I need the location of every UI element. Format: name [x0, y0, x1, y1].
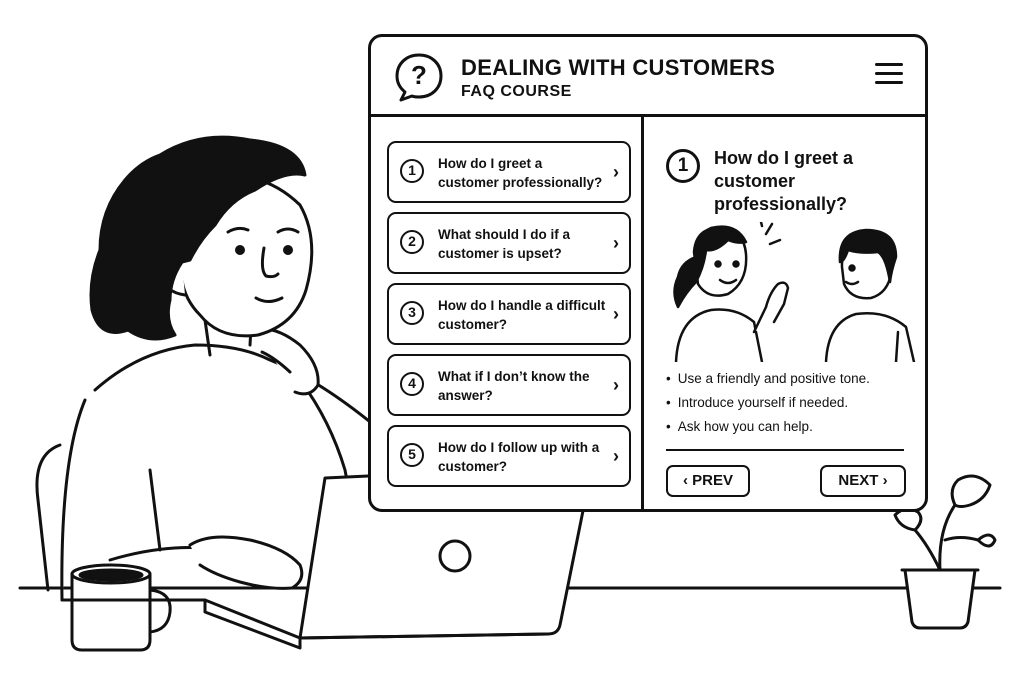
question-text: How do I greet a customer professionally…	[438, 156, 603, 190]
svg-text:?: ?	[411, 60, 427, 90]
person-shoulders	[93, 343, 397, 472]
hamburger-menu-icon[interactable]	[875, 63, 905, 87]
course-title: DEALING WITH CUSTOMERS	[461, 55, 776, 80]
question-item-5[interactable]: 5 How do I follow up with a customer? ›	[387, 425, 631, 487]
coffee-mug	[70, 563, 172, 652]
chevron-right-icon: ›	[613, 304, 619, 324]
answer-bullets: Use a friendly and positive tone. Introd…	[666, 367, 916, 439]
prev-button[interactable]: ‹ PREV	[666, 465, 750, 497]
bullet-item: Use a friendly and positive tone.	[666, 367, 916, 391]
person-back	[60, 398, 87, 602]
chevron-right-icon: ›	[613, 233, 619, 253]
question-item-2[interactable]: 2 What should I do if a customer is upse…	[387, 212, 631, 274]
question-number: 1	[400, 159, 424, 183]
person-hair	[89, 135, 307, 341]
chevron-right-icon: ›	[613, 375, 619, 395]
plant	[893, 474, 997, 630]
question-text: What should I do if a customer is upset?	[438, 227, 570, 261]
question-text: What if I don’t know the answer?	[438, 369, 590, 403]
bullet-item: Ask how you can help.	[666, 415, 916, 439]
next-button[interactable]: NEXT ›	[820, 465, 906, 497]
divider	[666, 449, 904, 451]
question-number: 5	[400, 443, 424, 467]
question-bubble-icon: ?	[395, 53, 443, 102]
course-subtitle: FAQ COURSE	[461, 83, 572, 100]
question-text: How do I follow up with a customer?	[438, 440, 600, 474]
answer-title: How do I greet a customer professionally…	[714, 148, 854, 214]
answer-detail-pane: 1 How do I greet a customer professional…	[644, 117, 925, 509]
faq-course-window: ? DEALING WITH CUSTOMERS FAQ COURSE 1 Ho…	[368, 34, 928, 512]
bullet-item: Introduce yourself if needed.	[666, 391, 916, 415]
chair-back	[35, 443, 62, 592]
question-item-1[interactable]: 1 How do I greet a customer professional…	[387, 141, 631, 203]
chevron-right-icon: ›	[613, 446, 619, 466]
question-item-4[interactable]: 4 What if I don’t know the answer? ›	[387, 354, 631, 416]
question-number: 3	[400, 301, 424, 325]
answer-number: 1	[666, 149, 700, 183]
greeting-illustration	[673, 222, 916, 362]
question-number: 2	[400, 230, 424, 254]
window-header: ? DEALING WITH CUSTOMERS FAQ COURSE	[371, 37, 925, 117]
chevron-right-icon: ›	[613, 162, 619, 182]
question-list: 1 How do I greet a customer professional…	[371, 117, 644, 509]
question-item-3[interactable]: 3 How do I handle a difficult customer? …	[387, 283, 631, 345]
question-text: How do I handle a difficult customer?	[438, 298, 606, 332]
question-number: 4	[400, 372, 424, 396]
